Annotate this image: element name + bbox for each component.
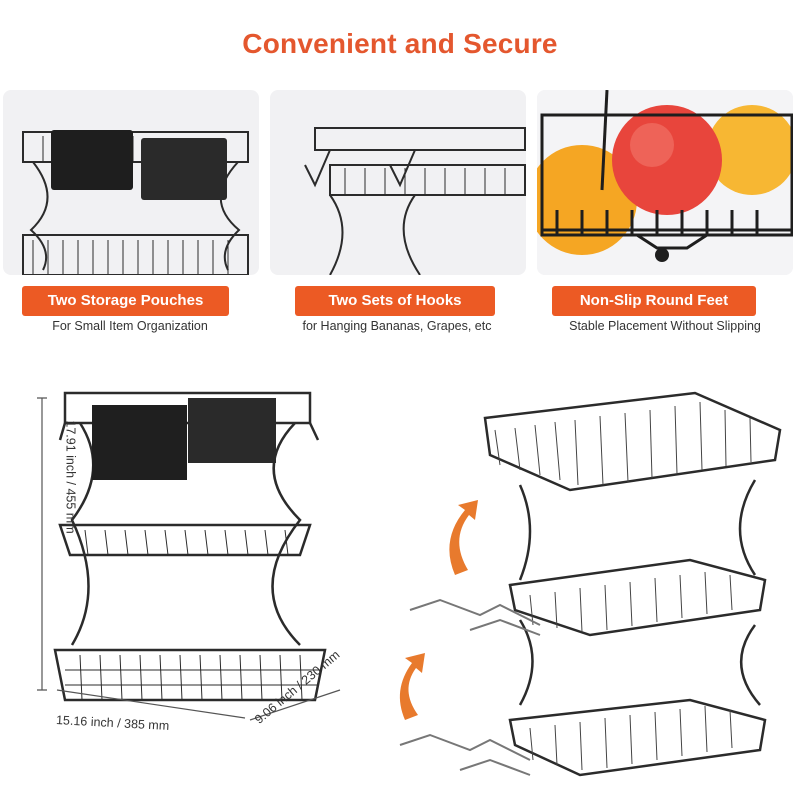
feature-image-feet	[537, 90, 793, 275]
feature-image-pouches	[3, 90, 259, 275]
feature-caption-feet: Stable Placement Without Slipping	[569, 319, 761, 333]
feature-caption-hooks: for Hanging Bananas, Grapes, etc	[302, 319, 492, 333]
feature-badge-pouches: Two Storage Pouches	[22, 286, 229, 316]
width-dimension-label: 15.16 inch / 385 mm	[55, 713, 170, 733]
page-title: Convenient and Secure	[242, 28, 558, 59]
feature-badge-feet: Non-Slip Round Feet	[552, 286, 756, 316]
feature-image-hooks	[270, 90, 526, 275]
feature-caption-pouches: For Small Item Organization	[52, 319, 208, 333]
feature-badge-hooks: Two Sets of Hooks	[295, 286, 495, 316]
height-dimension-label: 17.91 inch / 455 mm	[63, 420, 78, 534]
depth-dimension-label: 9.06 inch / 230 mm	[252, 647, 343, 727]
